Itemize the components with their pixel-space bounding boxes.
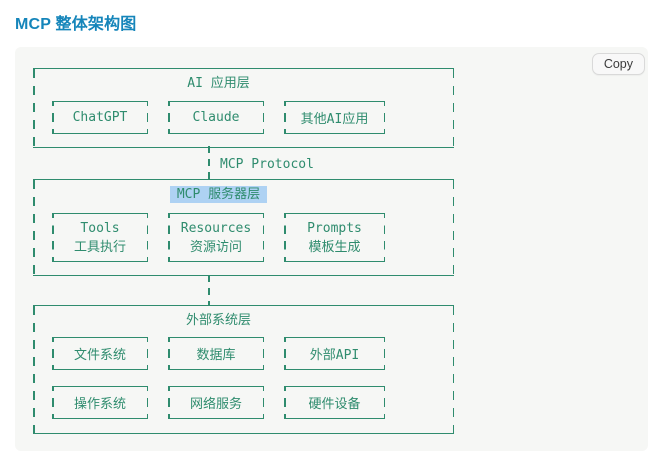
- box-external-api: 外部API: [284, 337, 385, 370]
- copy-button[interactable]: Copy: [591, 53, 645, 75]
- box-chatgpt: ChatGPT: [52, 101, 148, 134]
- box-claude-label: Claude: [192, 110, 240, 125]
- layer-external-systems: 外部系统层 文件系统 数据库 外部API 操作系统 网络服务: [33, 305, 454, 434]
- box-prompts-line1: Prompts: [307, 220, 362, 236]
- box-operating-system: 操作系统: [52, 386, 148, 419]
- layer-ai-apps: AI 应用层 ChatGPT Claude 其他AI应用: [33, 68, 454, 148]
- box-external-api-label: 外部API: [309, 348, 360, 363]
- box-other-ai-apps-label: 其他AI应用: [300, 112, 369, 127]
- box-hardware-device: 硬件设备: [284, 386, 385, 419]
- box-network-service: 网络服务: [168, 386, 264, 419]
- box-file-system-label: 文件系统: [73, 348, 126, 363]
- box-tools-line1: Tools: [80, 220, 120, 236]
- box-database-label: 数据库: [196, 348, 236, 363]
- connector-line-external: [208, 275, 210, 305]
- box-prompts-line2: 模板生成: [308, 239, 361, 255]
- box-hardware-device-label: 硬件设备: [308, 397, 361, 412]
- box-tools-line2: 工具执行: [73, 239, 126, 255]
- box-resources-line2: 资源访问: [189, 239, 242, 255]
- box-resources-line1: Resources: [180, 220, 252, 236]
- box-prompts: Prompts 模板生成: [284, 213, 385, 262]
- box-resources: Resources 资源访问: [168, 213, 264, 262]
- code-block: Copy AI 应用层 ChatGPT Claude 其他AI应用 MCP Pr…: [15, 47, 648, 451]
- selection-highlight: MCP 服务器层: [169, 186, 268, 203]
- box-database: 数据库: [168, 337, 264, 370]
- page-title: MCP 整体架构图: [15, 16, 137, 33]
- box-operating-system-label: 操作系统: [73, 397, 126, 412]
- layer-ai-apps-label: AI 应用层: [187, 76, 250, 91]
- layer-mcp-server: MCP 服务器层 Tools 工具执行 Resources 资源访问 Promp…: [33, 179, 454, 276]
- mcp-protocol-label: MCP Protocol: [220, 157, 314, 172]
- box-tools: Tools 工具执行: [52, 213, 148, 262]
- box-network-service-label: 网络服务: [189, 397, 242, 412]
- box-file-system: 文件系统: [52, 337, 148, 370]
- layer-external-systems-label: 外部系统层: [185, 313, 251, 328]
- layer-mcp-server-label: MCP 服务器层: [52, 186, 385, 203]
- connector-line-protocol: [208, 146, 210, 179]
- box-other-ai-apps: 其他AI应用: [284, 101, 385, 134]
- box-chatgpt-label: ChatGPT: [72, 110, 128, 125]
- box-claude: Claude: [168, 101, 264, 134]
